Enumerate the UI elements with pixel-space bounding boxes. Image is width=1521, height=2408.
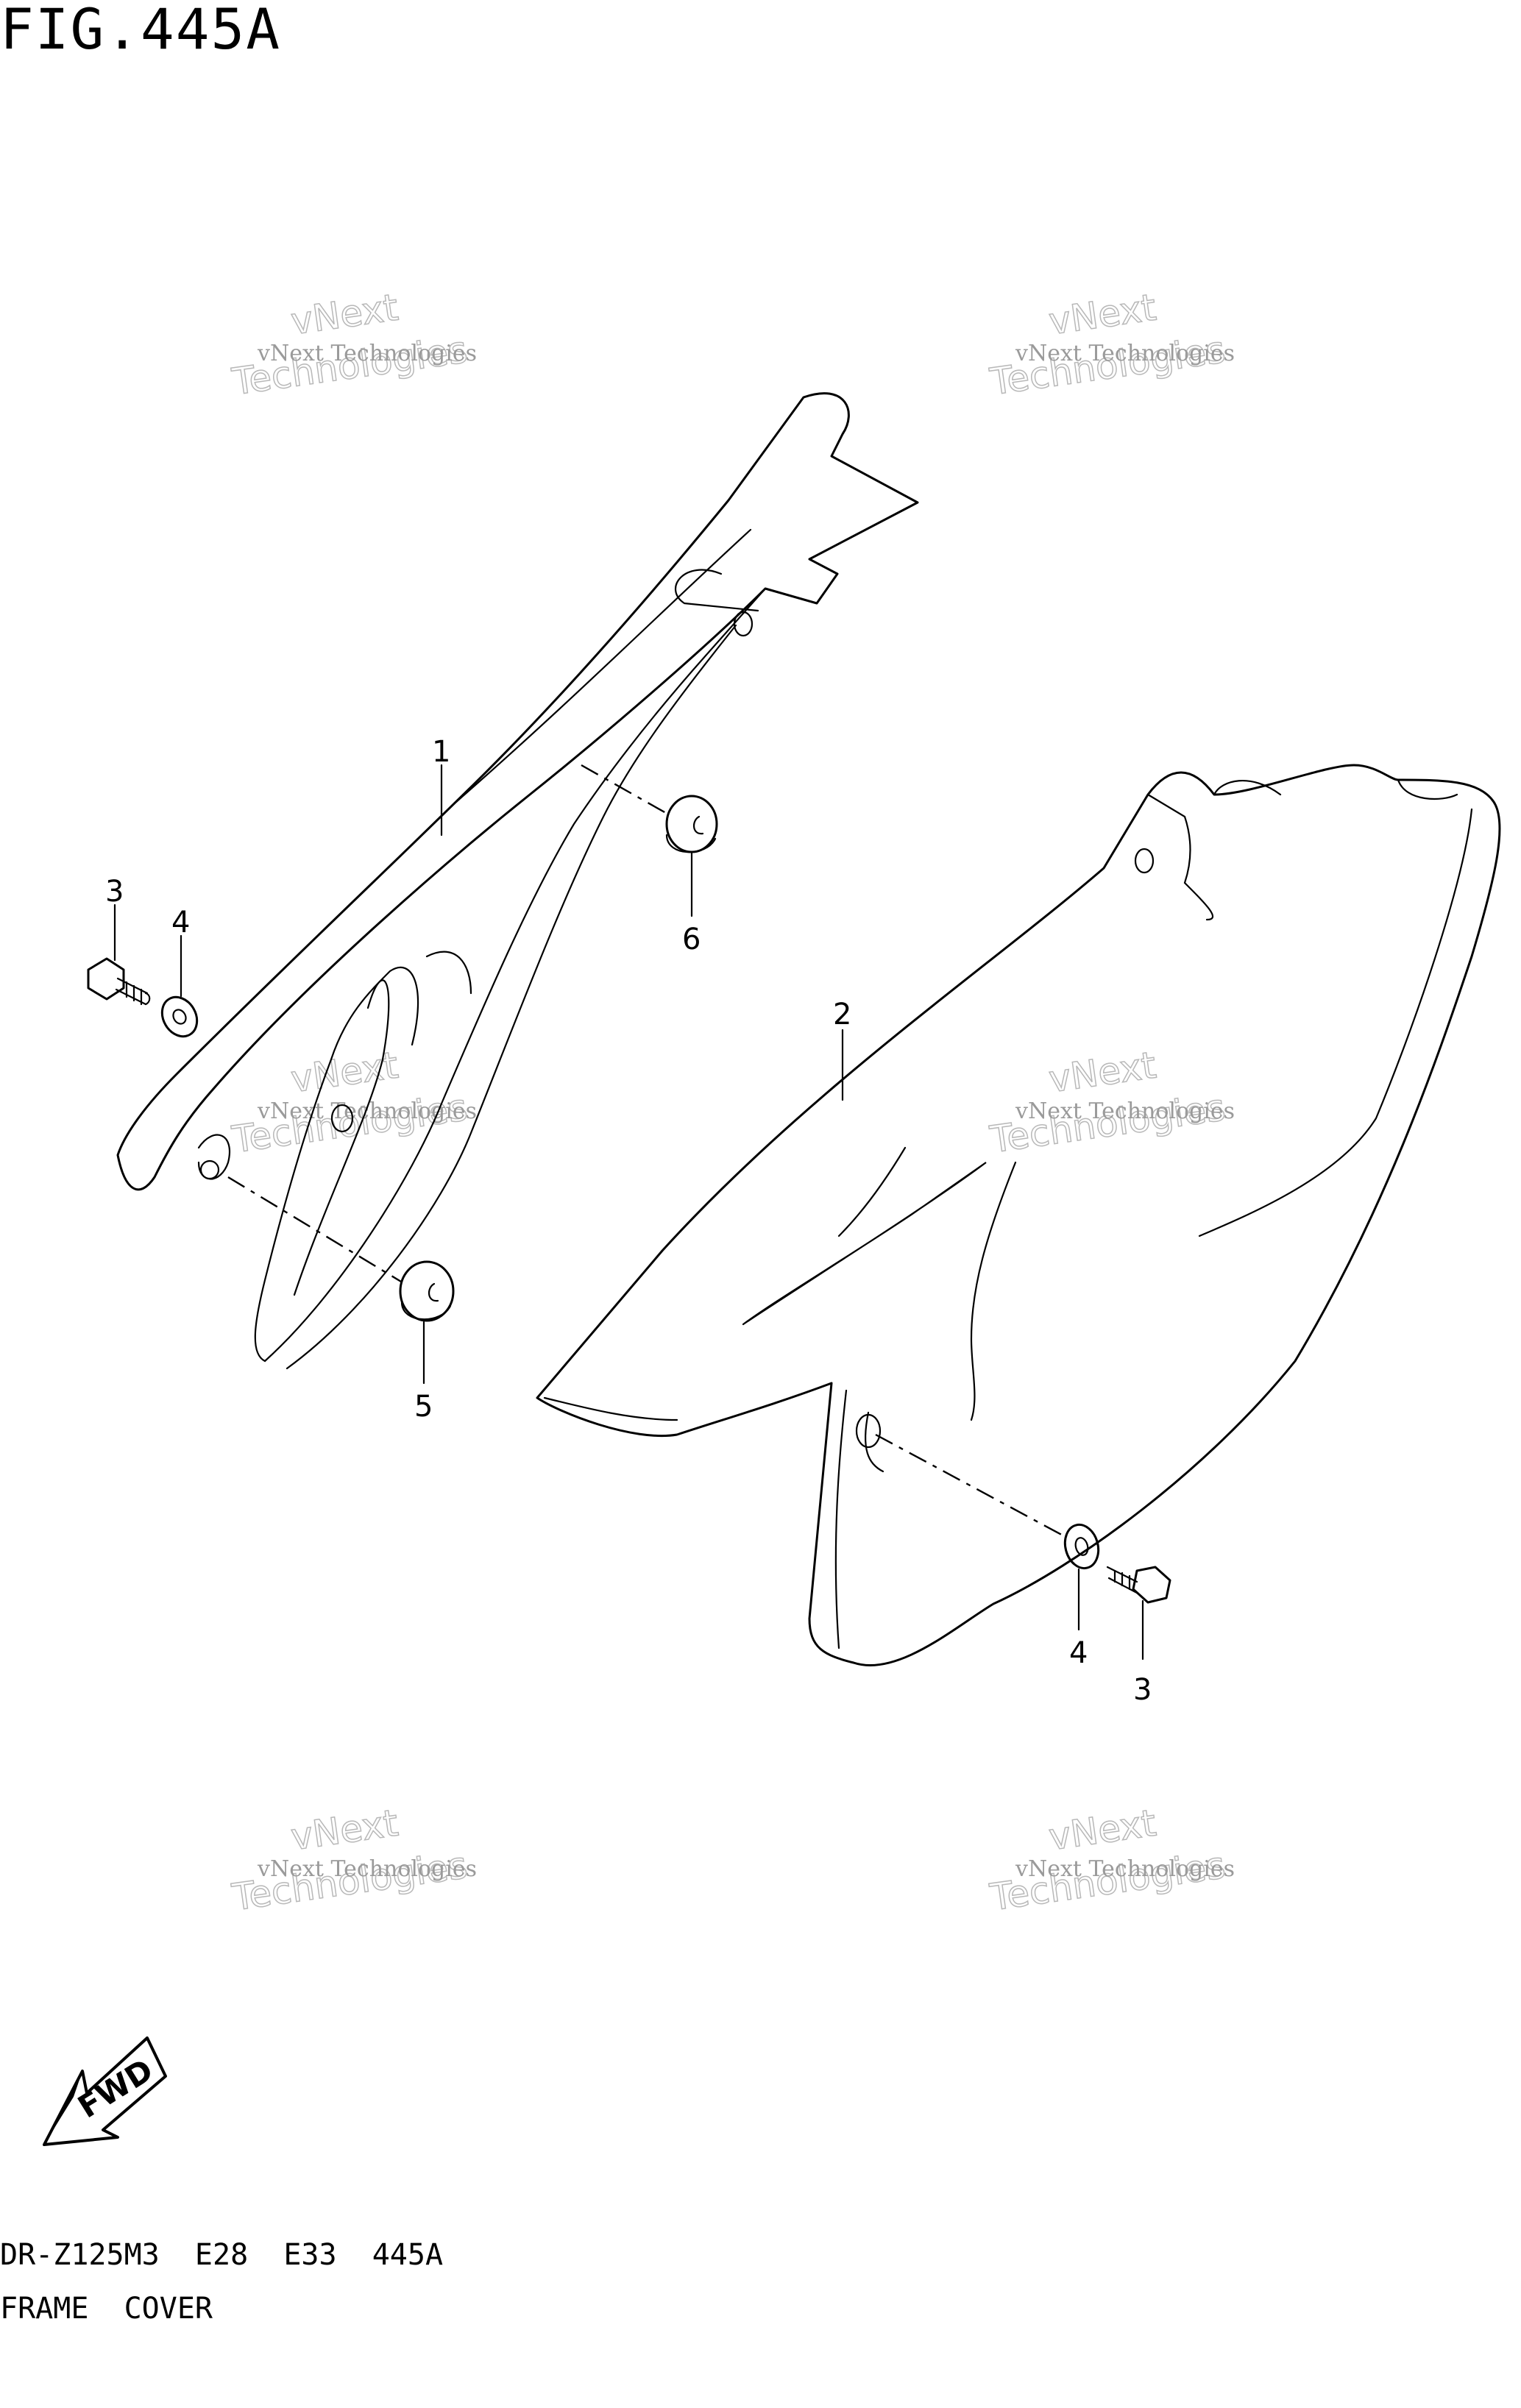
callout-6: 6 — [682, 923, 701, 956]
svg-text:vNext Technologies: vNext Technologies — [1015, 341, 1235, 366]
model-code: DR-Z125M3 E28 E33 445A — [0, 2238, 444, 2272]
right-frame-cover — [536, 764, 1501, 1667]
callout-4-left: 4 — [171, 906, 190, 940]
bolt-right — [1106, 1566, 1171, 1604]
washer-left — [160, 995, 199, 1038]
svg-text:vNext: vNext — [1046, 286, 1159, 344]
grommet-5 — [399, 1260, 455, 1322]
install-line-right-bolt — [875, 1433, 1068, 1539]
callout-3-right: 3 — [1133, 1673, 1152, 1707]
svg-text:vNext Technologies: vNext Technologies — [257, 341, 477, 366]
figure-title: FIG.445A — [0, 0, 282, 62]
svg-text:vNext Technologies: vNext Technologies — [1015, 1098, 1235, 1124]
grommet-6 — [665, 795, 718, 853]
callout-3-left: 3 — [105, 875, 124, 909]
washer-right — [1063, 1523, 1100, 1570]
svg-text:vNext Technologies: vNext Technologies — [257, 1098, 477, 1124]
callout-1: 1 — [432, 735, 450, 769]
fwd-label: FWD — [71, 2052, 159, 2125]
watermark-bottom-left: vNext Technologies vNext Technologies — [229, 1801, 477, 1919]
watermark-top-right: vNext Technologies vNext Technologies — [987, 285, 1235, 404]
section-name: FRAME COVER — [0, 2292, 213, 2326]
svg-text:vNext: vNext — [288, 1802, 401, 1859]
watermark-middle-right: vNext Technologies vNext Technologies — [987, 1043, 1235, 1162]
watermark-bottom-right: vNext Technologies vNext Technologies — [987, 1801, 1235, 1919]
svg-text:vNext: vNext — [288, 286, 401, 344]
bolt-left — [87, 957, 151, 1006]
svg-text:vNext: vNext — [1046, 1044, 1159, 1101]
install-line-grommet-5 — [227, 1176, 402, 1283]
callout-4-right: 4 — [1069, 1636, 1088, 1670]
fwd-arrow-icon: FWD — [43, 2036, 167, 2146]
left-frame-cover — [116, 392, 919, 1370]
svg-text:vNext Technologies: vNext Technologies — [1015, 1856, 1235, 1882]
watermark-middle-left: vNext Technologies vNext Technologies — [229, 1043, 477, 1162]
callout-2: 2 — [833, 998, 851, 1031]
install-line-grommet-6 — [581, 764, 667, 814]
watermark-top-left: vNext Technologies vNext Technologies — [229, 285, 477, 404]
callout-5: 5 — [414, 1390, 433, 1424]
svg-text:vNext: vNext — [1046, 1802, 1159, 1859]
svg-text:vNext Technologies: vNext Technologies — [257, 1856, 477, 1882]
